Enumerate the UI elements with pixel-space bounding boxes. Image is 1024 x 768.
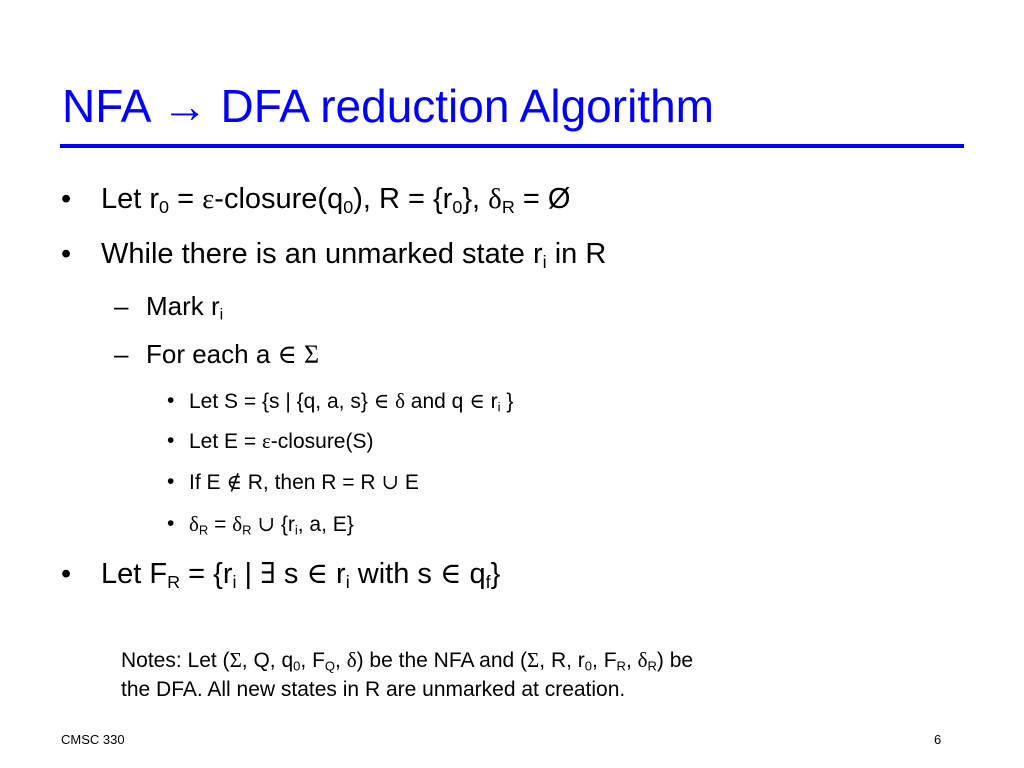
title-underline (60, 144, 964, 148)
slide-title: NFA → DFA reduction Algorithm (62, 80, 714, 132)
bullet-mark: • (167, 389, 175, 412)
footer-page-number: 6 (934, 732, 942, 747)
sub-sub-bullet-delta: •δR = δR ∪ {ri, a, E} (167, 512, 354, 538)
bullet-1: •Let r0 = ε-closure(q0), R = {r0}, δR = … (61, 183, 571, 218)
notes-block: Notes: Let (Σ, Q, q0, FQ, δ) be the NFA … (121, 646, 693, 704)
sub-sub-bullet-let-e: •Let E = ε-closure(S) (167, 429, 374, 453)
notes-line-2: the DFA. All new states in R are unmarke… (121, 678, 626, 701)
sub-sub-bullet-let-s: •Let S = {s | {q, a, s} ∈ δ and q ∈ ri } (167, 389, 514, 415)
dash-mark: – (114, 339, 129, 369)
sub-bullet-for-each: –For each a ∈ Σ (114, 339, 320, 369)
bullet-mark: • (61, 558, 72, 590)
arrow-symbol: → (161, 81, 208, 132)
bullet-mark: • (61, 183, 72, 215)
notes-line-1: Notes: Let (Σ, Q, q0, FQ, δ) be the NFA … (121, 648, 694, 674)
sub-sub-bullet-if-e: •If E ∉ R, then R = R ∪ E (167, 470, 419, 494)
dash-mark: – (114, 291, 129, 321)
bullet-mark: • (61, 238, 72, 270)
footer-course: CMSC 330 (61, 732, 125, 747)
bullet-3: •Let FR = {ri | ∃ s ∈ ri with s ∈ qf} (61, 558, 501, 593)
sub-bullet-mark-ri: –Mark ri (114, 291, 224, 324)
bullet-mark: • (167, 470, 175, 493)
bullet-mark: • (167, 512, 175, 535)
bullet-2: •While there is an unmarked state ri in … (61, 238, 607, 273)
bullet-mark: • (167, 429, 175, 452)
